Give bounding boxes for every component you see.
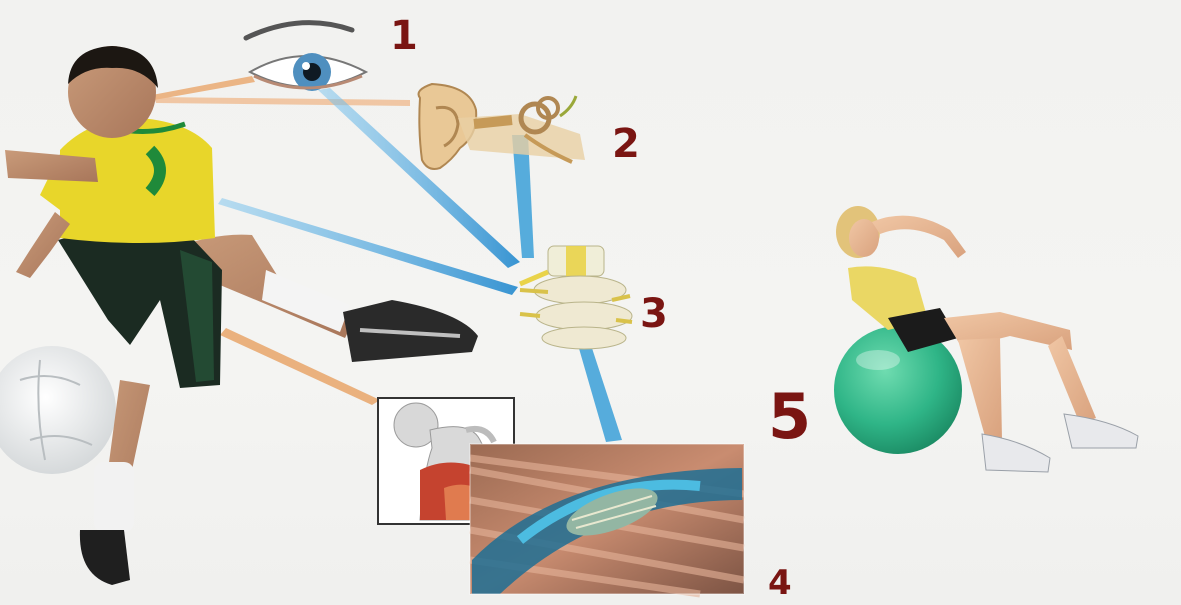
orange-line-ear xyxy=(154,97,410,106)
label-muscle-number: 4 xyxy=(768,566,792,600)
muscle-fiber-icon xyxy=(470,444,744,594)
eye-icon xyxy=(246,23,366,91)
exercise-ball-icon xyxy=(834,326,962,454)
ear-icon xyxy=(419,84,586,169)
spine-icon xyxy=(520,246,632,349)
label-exercise-number: 5 xyxy=(768,386,811,448)
soccer-ball-icon xyxy=(0,346,116,474)
label-eye-number: 1 xyxy=(390,16,418,56)
blue-line-spine-muscle xyxy=(578,342,622,442)
exercise-woman-figure xyxy=(834,206,1138,472)
label-spine-number: 3 xyxy=(640,294,668,334)
orange-line-eye xyxy=(152,76,255,100)
label-ear-number: 2 xyxy=(612,124,640,164)
